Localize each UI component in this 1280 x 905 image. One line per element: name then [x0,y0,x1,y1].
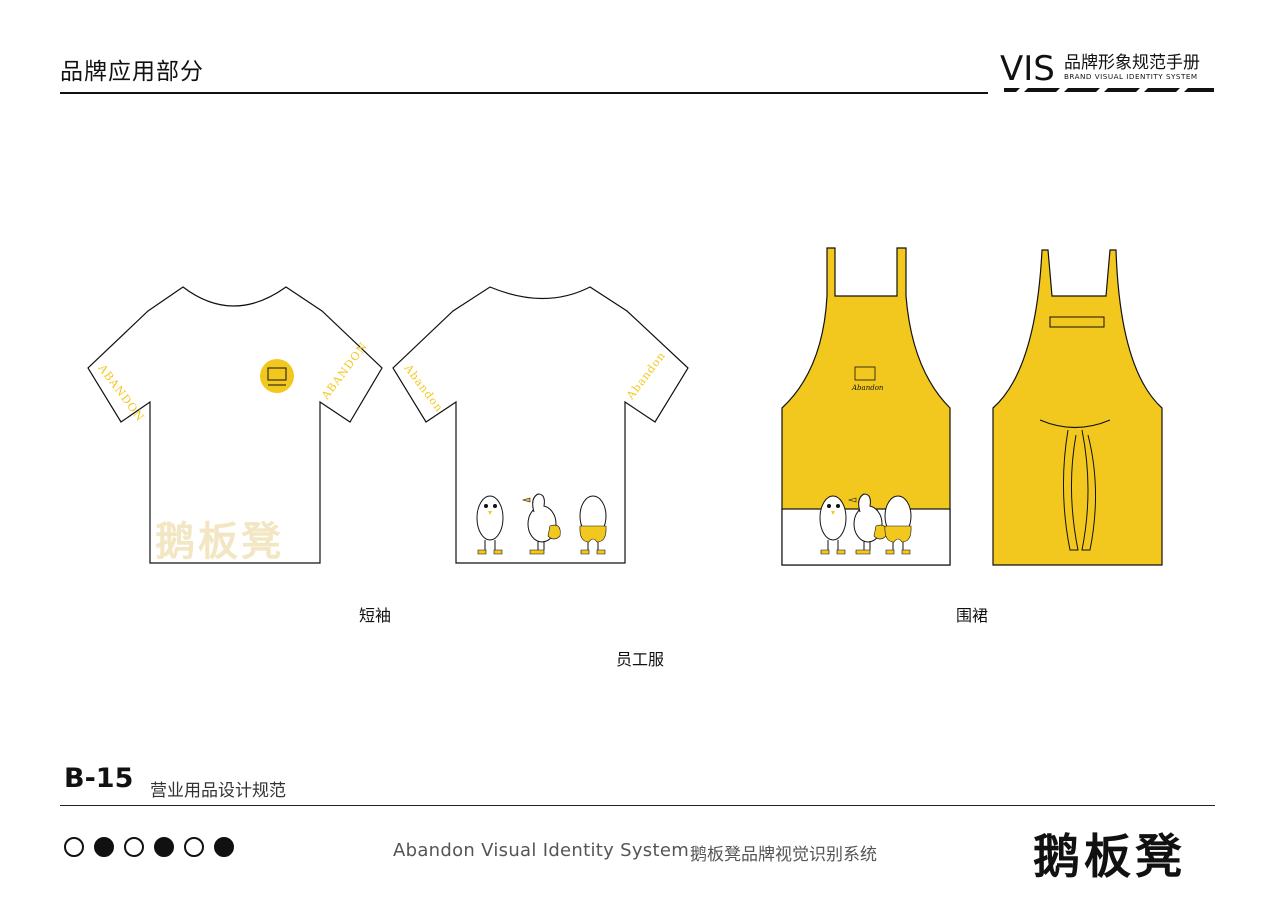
brand-wordmark: 鹅板凳 [1033,830,1186,885]
page-dot-4 [154,837,174,857]
caption-apron: 围裙 [955,606,988,625]
footer-chinese-line: 鹅板凳品牌视觉识别系统 [690,845,877,865]
vis-logo-cn: 品牌形象规范手册 [1064,53,1200,73]
apron-chest-logo: Abandon [851,366,884,392]
vis-logo: VIS 品牌形象规范手册 BRAND VISUAL IDENTITY SYSTE… [1000,49,1214,92]
vis-logo-mark: VIS [1000,49,1055,89]
apron-front: Abandon [781,247,951,566]
header-rule [60,92,988,94]
tshirt-badge-logo [260,359,294,393]
page-indicator-dots [64,837,234,857]
page-code: B-15 [64,763,134,794]
section-title: 品牌应用部分 [60,59,204,85]
page-subtitle: 营业用品设计规范 [150,781,286,801]
vis-logo-stripe [1004,88,1214,92]
apron-back [992,249,1163,566]
tshirt-watermark: 鹅板凳 [155,519,284,565]
svg-text:Abandon: Abandon [851,384,884,392]
tshirt-back: Abandon Abandon [392,286,689,564]
page-dot-3 [124,837,144,857]
caption-tshirt: 短袖 [358,606,391,625]
footer-rule [60,805,1215,806]
caption-staff-uniform: 员工服 [615,650,664,669]
page-dot-6 [214,837,234,857]
footer-english-line: Abandon Visual Identity System [393,840,690,861]
vis-logo-en: BRAND VISUAL IDENTITY SYSTEM [1064,72,1198,81]
tshirt-front: 鹅板凳 ABANDON ABANDON [87,286,383,565]
page-dot-1 [64,837,84,857]
page-dot-5 [184,837,204,857]
page-dot-2 [94,837,114,857]
garment-illustrations: 鹅板凳 ABANDON ABANDON Abandon Abandon Aban… [87,247,1163,566]
